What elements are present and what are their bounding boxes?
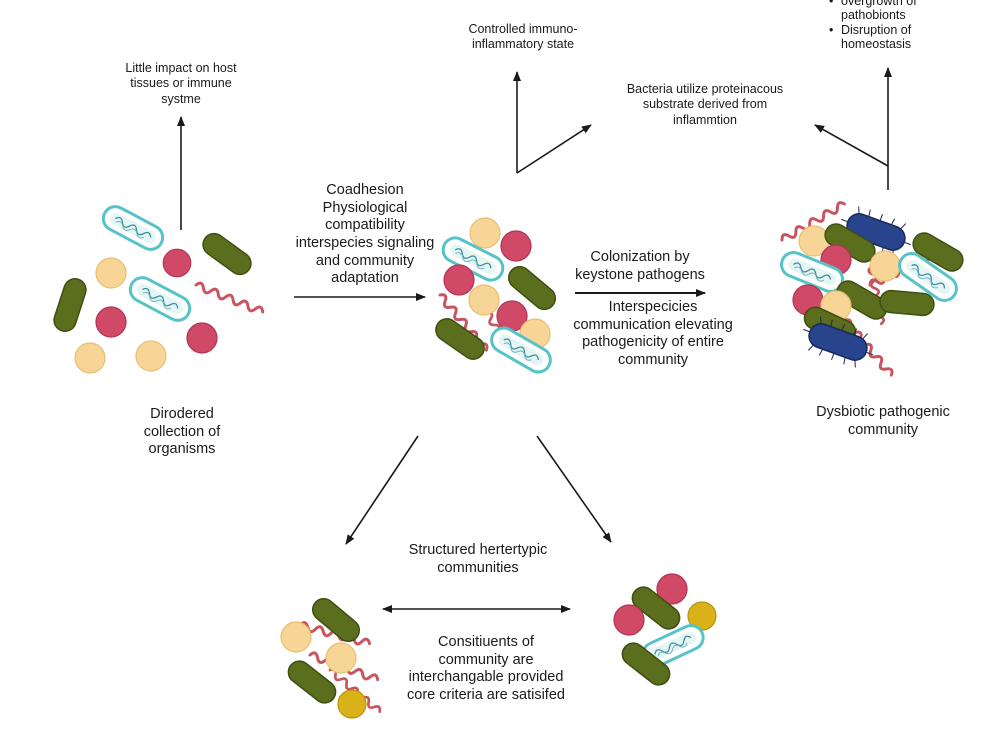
bullet-overgrowth: overgrowth of pathobionts [828, 0, 951, 23]
heterotypic-community-right [613, 573, 717, 691]
coadhered-community-cluster [430, 217, 561, 378]
label-colonization: Colonization by keystone pathogens [575, 249, 705, 283]
heterotypic-community-left [280, 593, 384, 719]
label-controlled-state: Controlled immuno-inflammatory state [468, 22, 578, 52]
arrow-to-bacteria-utilize [516, 124, 592, 174]
label-little-impact: Little impact on host tissues or immune … [125, 61, 237, 106]
label-disordered: Dirodered collection of organisms [143, 406, 221, 458]
label-constituents: Consitiuents of community are interchang… [407, 634, 565, 704]
label-dysbiotic: Dysbiotic pathogenic community [816, 404, 950, 438]
disordered-organisms-cluster [50, 200, 266, 374]
label-structured: Structured hertertypic communities [408, 542, 548, 576]
label-interspecies: Interspecicies communication elevating p… [573, 299, 733, 369]
dysbiosis-outcomes-list: overgrowth of pathobionts Disruption of … [828, 0, 951, 52]
arrow-down-left [345, 435, 419, 545]
arrow-from-dysbiotic-branch [814, 124, 889, 167]
label-coadhesion: Coadhesion Physiological compatibility i… [295, 182, 435, 287]
bullet-disruption: Disruption of homeostasis [828, 23, 951, 52]
arrow-down-right [536, 435, 612, 543]
label-bacteria-utilize: Bacteria utilize proteinacous substrate … [626, 82, 784, 127]
dysbiotic-community-cluster [776, 199, 968, 379]
